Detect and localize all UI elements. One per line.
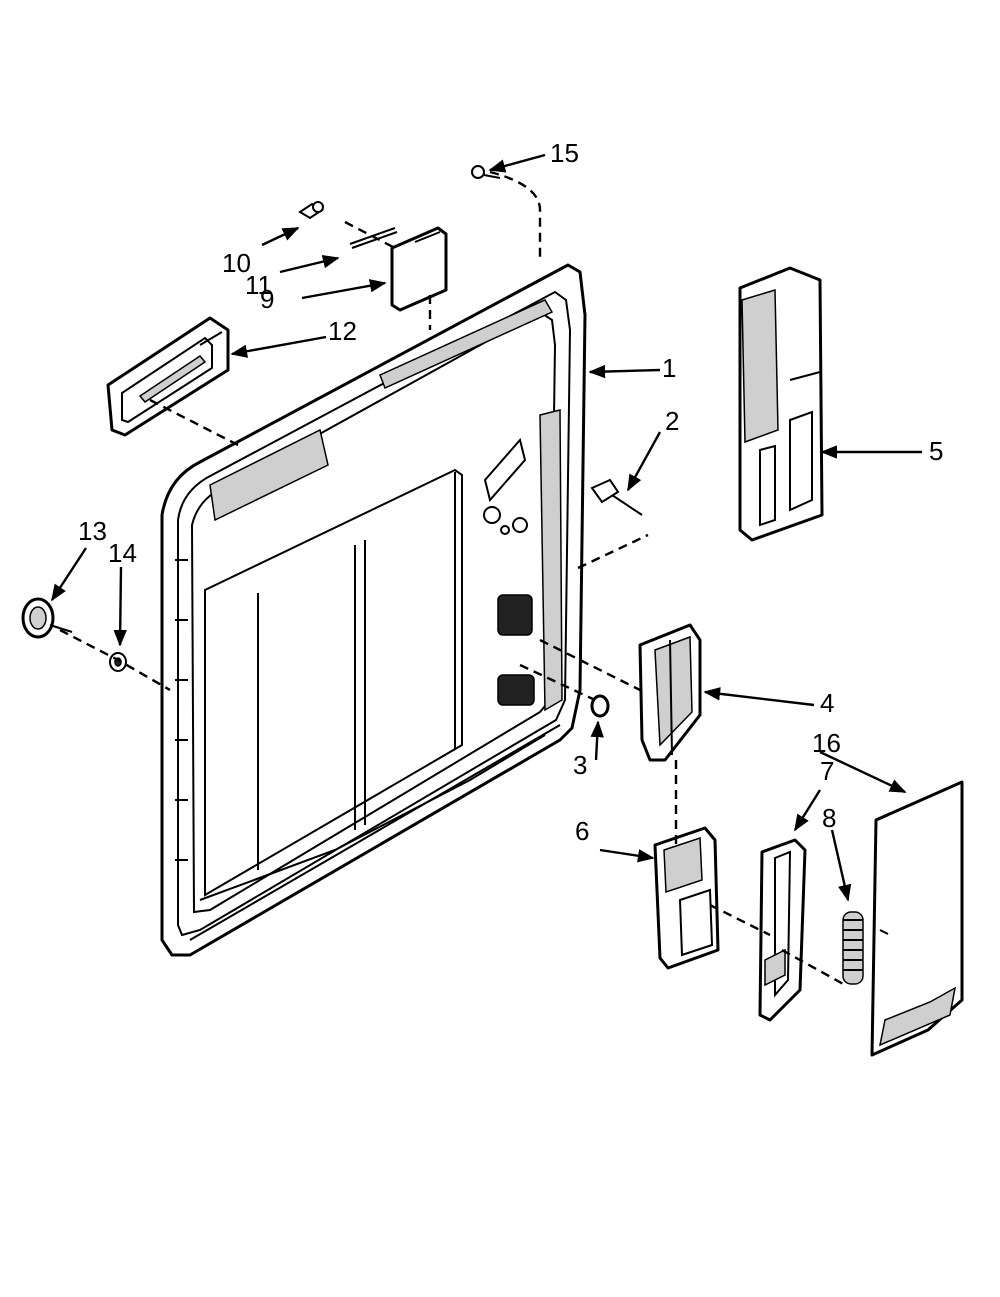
callout-10: 10 <box>222 248 251 278</box>
callout-7: 7 <box>820 756 835 786</box>
strike-part <box>653 826 720 970</box>
callout-11: 11 <box>245 270 272 300</box>
callout-4: 4 <box>820 688 835 718</box>
callout-12: 12 <box>328 316 357 346</box>
callout-16: 16 <box>812 728 841 758</box>
callout-5: 5 <box>929 436 944 466</box>
latch-housing <box>738 266 824 542</box>
screw-part <box>471 165 501 179</box>
callout-6: 6 <box>575 816 590 846</box>
knob-part <box>21 597 73 639</box>
leader-arrows <box>50 153 922 902</box>
clip-part <box>298 201 324 220</box>
callout-1: 1 <box>662 353 677 383</box>
bumper-part <box>590 694 610 718</box>
slide-rail <box>758 838 807 1022</box>
inner-door-panel <box>160 263 587 957</box>
callout-3: 3 <box>573 750 588 780</box>
callout-13: 13 <box>78 516 107 546</box>
spring-part <box>842 911 864 985</box>
latch-screw <box>590 478 643 516</box>
vent-bracket <box>106 316 230 437</box>
cover-plate <box>390 226 448 312</box>
callout-8: 8 <box>822 803 837 833</box>
callout-9: 9 <box>260 284 275 314</box>
latch-slide <box>638 623 702 762</box>
callout-14: 14 <box>108 538 137 568</box>
side-panel <box>870 780 964 1057</box>
washer-part <box>109 652 127 672</box>
assembly-lines <box>59 170 846 987</box>
callout-2: 2 <box>665 406 680 436</box>
callout-15: 15 <box>550 138 579 168</box>
